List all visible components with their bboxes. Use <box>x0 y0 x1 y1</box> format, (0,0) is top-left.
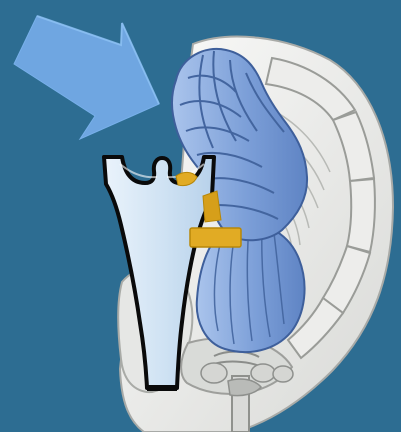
arrow-down-right-icon <box>14 16 159 139</box>
